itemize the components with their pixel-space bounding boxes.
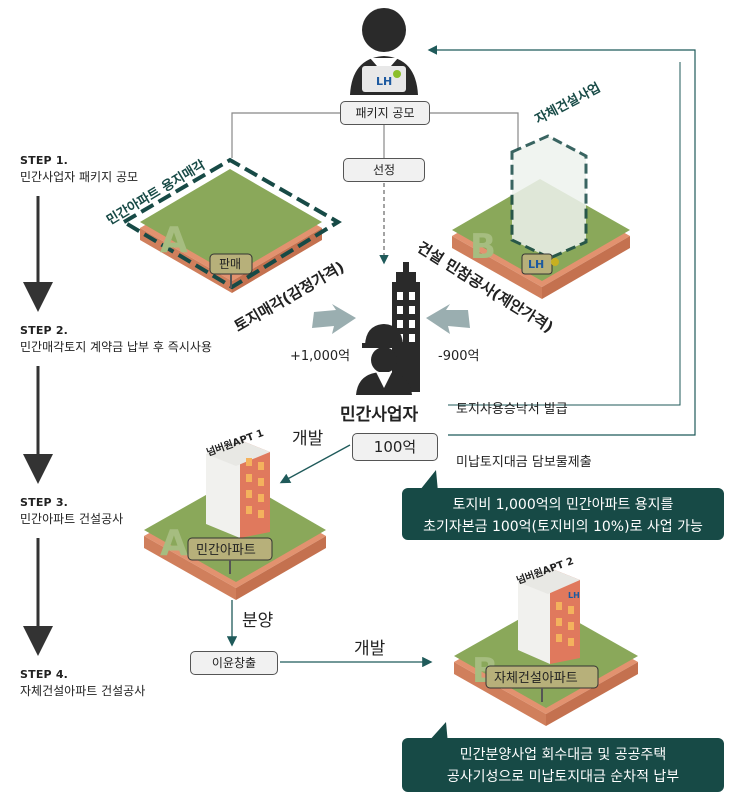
step-3: STEP 3. 민간아파트 건설공사	[20, 494, 123, 527]
step-1-label: STEP 1.	[20, 154, 69, 167]
connector-to-land-a	[231, 112, 340, 158]
develop-label-1: 개발	[292, 429, 324, 449]
develop-label-2: 개발	[354, 639, 386, 659]
callout-1-line-1: 토지비 1,000억의 민간아파트 용지를	[452, 497, 674, 513]
profit-box: 이윤창출	[190, 651, 278, 675]
land-b-tag: 자체건설사업	[532, 80, 603, 128]
collateral-label: 미납토지대금 담보물제출	[456, 455, 592, 470]
develop-arrow-a	[279, 444, 351, 484]
land-b-letter: B	[470, 227, 496, 267]
capital-box: 100억	[352, 433, 438, 461]
step-3-text: 민간아파트 건설공사	[20, 512, 124, 526]
private-operator-label: 민간사업자	[340, 405, 419, 425]
apt-b-sign: 자체건설아파트	[494, 671, 578, 686]
arrow-from-land-a	[312, 304, 356, 334]
apt-b-lh-mark: LH	[568, 591, 580, 600]
apt-a-letter: A	[160, 523, 188, 564]
step-4-text: 자체건설아파트 건설공사	[20, 684, 146, 698]
step-1-text: 민간사업자 패키지 공모	[20, 170, 139, 184]
step-2-text: 민간매각토지 계약금 납부 후 즉시사용	[20, 340, 212, 354]
callout-2-line-2: 공사기성으로 미납토지대금 순차적 납부	[446, 769, 680, 785]
amount-minus-label: -900억	[438, 349, 480, 364]
step-1: STEP 1. 민간사업자 패키지 공모	[20, 152, 138, 185]
step-2-label: STEP 2.	[20, 324, 69, 337]
apt-a-sign: 민간아파트	[196, 543, 256, 558]
operator-figure	[356, 262, 420, 395]
land-b-tile: B LH	[452, 134, 630, 299]
land-b-lh-sign: LH	[528, 258, 544, 271]
apt-a-tile: A 넘버원APT 1 민간아파트	[144, 426, 326, 600]
package-box: 패키지 공모	[340, 101, 430, 125]
sale-label: 분양	[242, 611, 274, 631]
loop-collateral-line	[427, 45, 696, 436]
select-box: 선정	[343, 158, 425, 182]
callout-2-line-1: 민간분양사업 회수대금 및 공공주택	[459, 747, 667, 763]
apt-b-tile: B LH 넘버원APT 2 자체건설아파트	[454, 554, 638, 726]
loop-permit-line	[448, 62, 681, 406]
land-a-tile: A 판매	[120, 157, 342, 293]
callout-1-line-2: 초기자본금 100억(토지비의 10%)로 사업 가능	[423, 519, 703, 535]
callout-initial-capital: 토지비 1,000억의 민간아파트 용지를 초기자본금 100억(토지비의 10…	[402, 488, 724, 540]
arrow-from-land-b	[426, 304, 470, 334]
step-3-label: STEP 3.	[20, 496, 69, 509]
lh-logo-text: LH	[376, 75, 392, 88]
lh-person-icon: LH	[350, 8, 418, 95]
amount-plus-label: +1,000억	[290, 349, 351, 364]
callout-1-pointer	[420, 470, 438, 492]
step-4-label: STEP 4.	[20, 668, 69, 681]
step-4: STEP 4. 자체건설아파트 건설공사	[20, 666, 145, 699]
land-a-sign: 판매	[219, 257, 241, 271]
step-2: STEP 2. 민간매각토지 계약금 납부 후 즉시사용	[20, 322, 212, 355]
land-a-letter: A	[160, 220, 188, 261]
callout-repayment: 민간분양사업 회수대금 및 공공주택 공사기성으로 미납토지대금 순차적 납부	[402, 738, 724, 792]
connector-to-land-b	[428, 112, 519, 150]
land-use-permit-label: 토지사용승낙서 발급	[456, 402, 568, 417]
